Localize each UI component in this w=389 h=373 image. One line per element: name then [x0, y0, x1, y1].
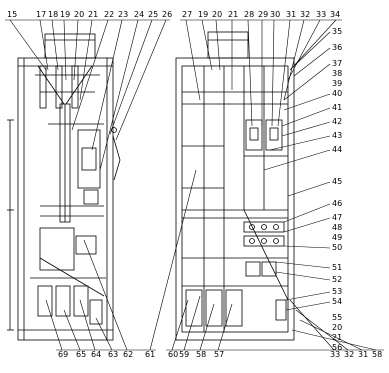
callout-right-side: 21 — [332, 333, 342, 342]
callout-right-bottom: 31 — [358, 350, 368, 359]
callout-left-top: 23 — [118, 10, 128, 19]
right-top-callouts: 27 19 20 21 28 29 30 31 32 33 34 — [182, 10, 340, 19]
callout-left-bottom: 65 — [76, 350, 86, 359]
callout-right-side: 38 — [332, 69, 342, 78]
callout-right-side: 49 — [332, 233, 342, 242]
callout-left-bottom: 63 — [108, 350, 118, 359]
callout-right-side: 47 — [332, 213, 342, 222]
callout-left-top: 24 — [134, 10, 144, 19]
callout-right-side: 55 — [332, 313, 342, 322]
callout-left-top: 18 — [48, 10, 58, 19]
callout-right-side: 54 — [332, 297, 342, 306]
callout-right-top: 19 — [198, 10, 208, 19]
callout-right-top: 34 — [330, 10, 340, 19]
callout-right-top: 33 — [316, 10, 326, 19]
callout-left-top: 25 — [148, 10, 158, 19]
callout-right-top: 28 — [244, 10, 254, 19]
callout-left-top: 20 — [74, 10, 84, 19]
callout-right-side: 20 — [332, 323, 342, 332]
callout-right-side: 46 — [332, 199, 342, 208]
callout-right-top: 31 — [286, 10, 296, 19]
callout-left-bottom: 62 — [123, 350, 133, 359]
callout-right-side: 50 — [332, 243, 342, 252]
callout-right-side: 35 — [332, 27, 342, 36]
callout-right-side: 44 — [332, 145, 342, 154]
callout-left-bottom: 64 — [91, 350, 101, 359]
callout-right-bottom: 57 — [214, 350, 224, 359]
callout-right-top: 29 — [258, 10, 268, 19]
callout-right-side: 40 — [332, 89, 342, 98]
callout-right-side: 37 — [332, 59, 342, 68]
left-bottom-callouts: 69 65 64 63 62 61 — [58, 350, 155, 359]
callout-left-top: 22 — [104, 10, 114, 19]
callout-right-side: 53 — [332, 287, 342, 296]
callout-right-side: 36 — [332, 43, 342, 52]
callout-right-side: 42 — [332, 117, 342, 126]
callout-right-bottom: 58 — [372, 350, 382, 359]
callout-right-bottom: 32 — [344, 350, 354, 359]
callout-left-bottom: 61 — [145, 350, 155, 359]
callout-left-top: 19 — [60, 10, 70, 19]
right-bottom-callouts: 60 59 58 57 33 32 31 58 — [168, 350, 382, 359]
callout-right-top: 20 — [212, 10, 222, 19]
callout-right-top: 27 — [182, 10, 192, 19]
callout-left-top: 17 — [36, 10, 46, 19]
callout-right-bottom: 58 — [196, 350, 206, 359]
callout-right-bottom: 59 — [179, 350, 189, 359]
right-cabinet-view — [175, 31, 295, 341]
callout-right-top: 30 — [270, 10, 280, 19]
callout-right-top: 32 — [300, 10, 310, 19]
left-top-callouts: 15 17 18 19 20 21 22 23 24 25 26 — [7, 10, 172, 19]
callout-right-side: 41 — [332, 103, 342, 112]
callout-left-bottom: 69 — [58, 350, 68, 359]
callout-left-top: 21 — [88, 10, 98, 19]
right-side-callouts: 35 36 37 38 39 40 41 42 43 44 45 46 47 4… — [332, 27, 342, 352]
callout-right-side: 56 — [332, 343, 342, 352]
callout-right-side: 48 — [332, 223, 342, 232]
callout-right-side: 43 — [332, 131, 342, 140]
callout-right-bottom: 60 — [168, 350, 178, 359]
callout-right-top: 21 — [228, 10, 238, 19]
callout-right-side: 39 — [332, 79, 342, 88]
callout-right-bottom: 33 — [330, 350, 340, 359]
callout-right-side: 52 — [332, 275, 342, 284]
callout-left-top: 15 — [7, 10, 17, 19]
callout-right-side: 51 — [332, 263, 342, 272]
callout-right-side: 45 — [332, 177, 342, 186]
callout-left-top: 26 — [162, 10, 172, 19]
